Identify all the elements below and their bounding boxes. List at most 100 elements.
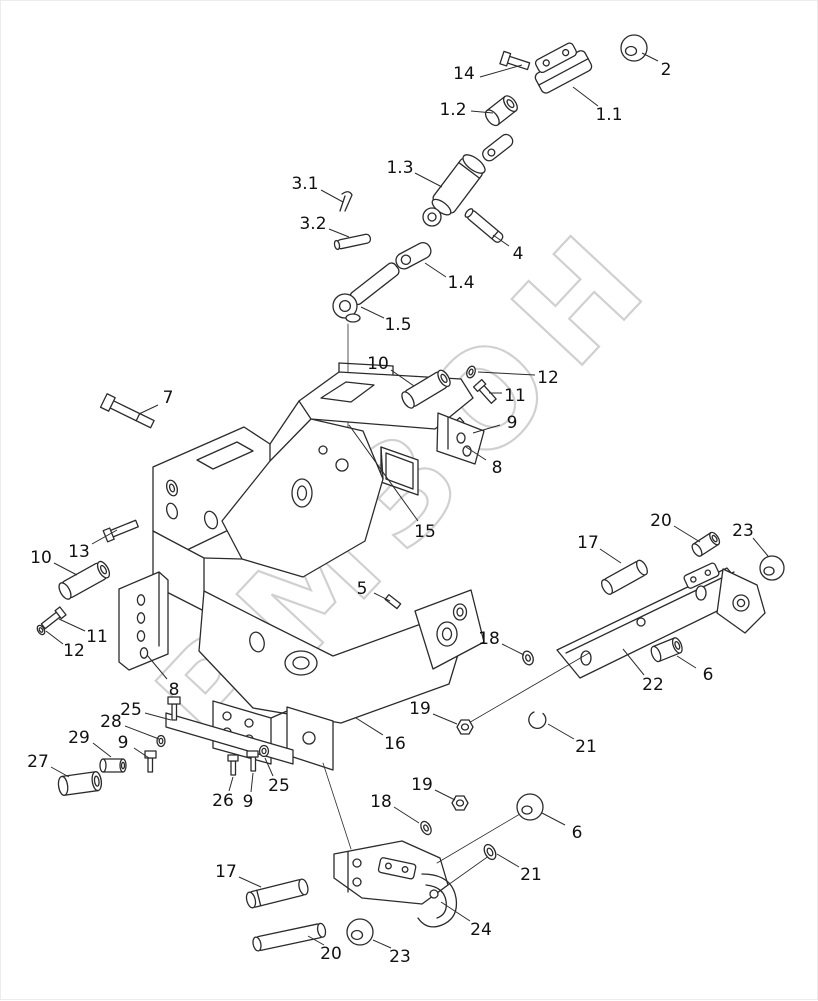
part-pin-5: [384, 593, 402, 610]
callout-26: 26: [212, 791, 234, 811]
leader-line-10: [390, 369, 415, 387]
part-cap-2: [620, 34, 648, 62]
callout-1.5: 1.5: [384, 315, 411, 335]
callout-3.2: 3.2: [299, 214, 326, 234]
callout-1.2: 1.2: [439, 100, 466, 120]
part-pin-17-bottom: [245, 878, 309, 909]
leader-line-13: [91, 529, 118, 545]
leader-line-2: [641, 52, 659, 62]
leader-line-1.3: [414, 172, 443, 188]
callout-9: 9: [507, 413, 518, 433]
part-stud-26: [227, 754, 239, 776]
leader-line-28: [124, 725, 160, 740]
part-pin-10-left: [58, 560, 111, 600]
leader-line-25: [144, 712, 172, 721]
part-pin-3-2: [333, 233, 372, 251]
callout-11: 11: [86, 627, 108, 647]
part-washer-28: [156, 734, 166, 748]
callout-3.1: 3.1: [291, 174, 318, 194]
callout-17: 17: [215, 862, 237, 882]
part-bolt-14: [499, 50, 531, 71]
callout-9: 9: [118, 733, 129, 753]
callout-12: 12: [63, 641, 85, 661]
part-clip-21-right: [528, 711, 547, 729]
part-bolt-9-bottom: [246, 750, 259, 772]
part-washer-12-left: [36, 624, 46, 636]
callout-5: 5: [357, 579, 368, 599]
leader-line-1.4: [424, 262, 447, 278]
part-bolt-11-top: [472, 378, 497, 404]
part-bushing-20-right: [691, 531, 721, 557]
callout-23: 23: [389, 947, 411, 967]
leader-line-19: [432, 713, 458, 725]
leader-line-22: [622, 648, 645, 676]
leader-line-9: [472, 424, 501, 434]
leader-line-6: [676, 655, 697, 669]
callout-7: 7: [163, 388, 174, 408]
callout-9: 9: [243, 792, 254, 812]
leader-line-9: [250, 772, 254, 793]
part-bushing-6-right: [650, 637, 683, 663]
part-link-plate: [482, 133, 514, 162]
callout-12: 12: [537, 368, 559, 388]
leader-line-7: [138, 404, 159, 415]
leader-line-12: [477, 371, 536, 376]
callout-25: 25: [268, 776, 290, 796]
part-arm-1-5: [332, 262, 400, 323]
part-ball-6-bottom: [516, 793, 544, 821]
leader-line-16: [355, 717, 384, 736]
callout-19: 19: [409, 699, 431, 719]
callout-4: 4: [513, 244, 524, 264]
part-drawbar-22: [466, 562, 766, 725]
part-bolt-11-left: [40, 606, 67, 630]
leader-line-18: [501, 643, 525, 656]
leader-line-14: [479, 64, 523, 78]
part-bushing-27: [57, 771, 103, 796]
part-cap-23-right: [759, 555, 785, 581]
leader-line-20: [673, 525, 701, 543]
callout-13: 13: [68, 542, 90, 562]
leader-line-9: [133, 747, 150, 759]
part-bushing-29: [99, 758, 127, 773]
leader-line-4: [492, 234, 510, 247]
callout-18: 18: [478, 629, 500, 649]
callout-24: 24: [470, 920, 492, 940]
callout-23: 23: [732, 521, 754, 541]
leader-line-1.1: [572, 86, 599, 107]
part-bolt-13: [102, 519, 139, 543]
callout-15: 15: [414, 522, 436, 542]
leader-line-26: [228, 776, 234, 792]
callout-8: 8: [169, 680, 180, 700]
callout-20: 20: [320, 944, 342, 964]
callout-8: 8: [492, 458, 503, 478]
callout-17: 17: [577, 533, 599, 553]
part-frame-15: [152, 362, 485, 724]
leader-line-24: [440, 901, 471, 922]
callout-16: 16: [384, 734, 406, 754]
callout-20: 20: [650, 511, 672, 531]
leader-line-10: [53, 562, 78, 576]
diagram-line-art: [36, 34, 785, 952]
callout-10: 10: [30, 548, 52, 568]
leader-line-3.1: [320, 189, 344, 203]
part-bushing-1-2: [484, 95, 518, 127]
leader-line-8: [465, 446, 487, 461]
callout-1.3: 1.3: [386, 158, 413, 178]
callout-22: 22: [642, 675, 664, 695]
part-bracket-8-left: [118, 571, 169, 671]
part-washer-21-bottom: [483, 843, 497, 861]
callout-11: 11: [504, 386, 526, 406]
callout-21: 21: [520, 865, 542, 885]
part-nut-19-right: [456, 719, 474, 735]
leader-line-25: [264, 757, 274, 777]
callout-29: 29: [68, 728, 90, 748]
callout-21: 21: [575, 737, 597, 757]
leader-line-8: [146, 654, 168, 680]
leader-line-17: [238, 876, 262, 888]
leader-line-20: [307, 935, 325, 946]
leader-line-18: [393, 806, 420, 824]
callout-14: 14: [453, 64, 475, 84]
leader-line-27: [50, 766, 70, 778]
callout-6: 6: [703, 665, 714, 685]
